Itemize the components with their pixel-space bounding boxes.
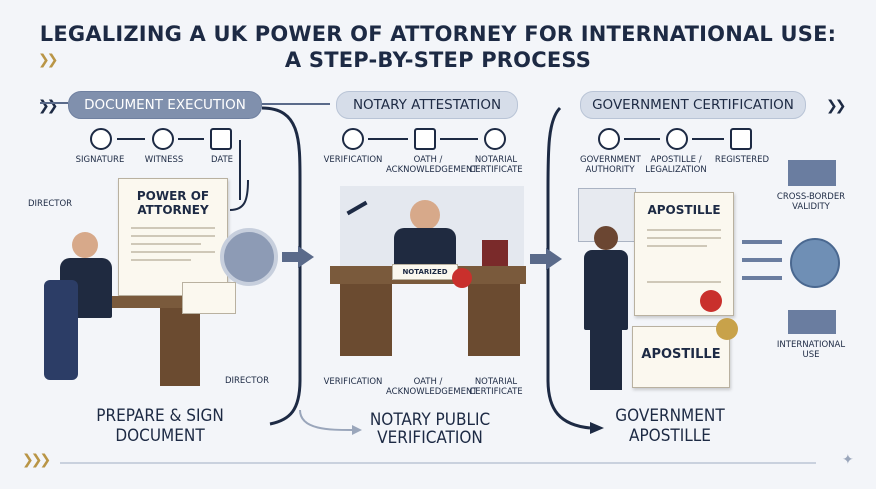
checkmark-icon bbox=[342, 128, 364, 150]
step-label-oath: OATH / ACKNOWLEDGEMENT bbox=[386, 155, 478, 175]
panel2-footer-line1: NOTARY PUBLIC bbox=[369, 410, 491, 430]
official-figure-legs bbox=[590, 330, 622, 390]
office-chair bbox=[44, 280, 78, 380]
step-arrow bbox=[117, 138, 145, 140]
wax-seal-icon bbox=[452, 268, 472, 288]
desk-drawers-right bbox=[468, 284, 520, 356]
apostille-title-2: APOSTILLE bbox=[641, 347, 721, 362]
panel3-footer-line2: APOSTILLE bbox=[629, 426, 711, 446]
flow-arrow-shaft bbox=[282, 252, 298, 262]
step-label-verification: VERIFICATION bbox=[323, 155, 383, 165]
red-seal-icon bbox=[700, 290, 722, 312]
flow-arrow-icon bbox=[298, 246, 314, 268]
city-skyline-icon bbox=[788, 160, 836, 186]
step-arrow bbox=[624, 138, 660, 140]
panel3-header-label: GOVERNMENT CERTIFICATION bbox=[592, 97, 794, 113]
lower-step-notarial-certificate: NOTARIAL CERTIFICATE bbox=[469, 377, 523, 397]
chevron-decoration-icon: ❯❯ bbox=[826, 98, 847, 114]
notary-figure-head bbox=[410, 200, 440, 230]
director-figure-head bbox=[72, 232, 98, 258]
gold-seal-icon bbox=[716, 318, 738, 340]
step-label-date: DATE bbox=[210, 155, 234, 165]
step-label-witness: WITNESS bbox=[144, 155, 184, 165]
side-label-director: DIRECTOR bbox=[28, 199, 73, 209]
apostille-title-1: APOSTILLE bbox=[647, 203, 721, 217]
bottom-divider bbox=[60, 462, 816, 464]
lower-step-oath: OATH / ACKNOWLEDGEMENT bbox=[386, 377, 478, 397]
step-arrow bbox=[692, 138, 724, 140]
city-skyline-icon bbox=[788, 310, 836, 334]
panel2-header: NOTARY ATTESTATION bbox=[336, 91, 518, 119]
desk-illustration bbox=[90, 296, 202, 308]
outcome-cross-border-validity: CROSS-BORDER VALIDITY bbox=[776, 192, 846, 212]
seal-icon bbox=[220, 228, 278, 286]
power-of-attorney-document: POWER OF ATTORNEY bbox=[118, 178, 228, 296]
calendar-icon bbox=[210, 128, 232, 150]
page-title-line1: LEGALIZING A UK POWER OF ATTORNEY FOR IN… bbox=[39, 22, 837, 46]
step-label-apostille-legalization: APOSTILLE / LEGALIZATION bbox=[645, 155, 707, 175]
flow-arrow-shaft bbox=[530, 254, 546, 264]
panel1-header-label: DOCUMENT EXECUTION bbox=[84, 97, 246, 113]
panel3-footer-line1: GOVERNMENT bbox=[615, 406, 725, 426]
panel2-header-label: NOTARY ATTESTATION bbox=[352, 97, 502, 113]
outcome-arrow bbox=[742, 240, 782, 244]
step-label-registered: REGISTERED bbox=[714, 155, 770, 165]
globe-icon bbox=[790, 238, 840, 288]
step-label-signature: SIGNATURE bbox=[75, 155, 125, 165]
step-arrow bbox=[440, 138, 478, 140]
panel2-footer-line2: VERIFICATION bbox=[377, 428, 483, 448]
step-arrow bbox=[368, 138, 408, 140]
outcome-arrow bbox=[742, 276, 782, 280]
clipboard-icon bbox=[730, 128, 752, 150]
step-label-government-authority: GOVERNMENT AUTHORITY bbox=[580, 155, 641, 175]
panel1-footer-line2: DOCUMENT bbox=[115, 426, 205, 446]
panel3-header: GOVERNMENT CERTIFICATION bbox=[580, 91, 806, 119]
paper-stack bbox=[182, 282, 236, 314]
apostille-document-front: APOSTILLE bbox=[632, 326, 730, 388]
panel1-header: DOCUMENT EXECUTION bbox=[68, 91, 262, 119]
outcome-international-use: INTERNATIONAL USE bbox=[776, 340, 846, 360]
desk-drawers-left bbox=[340, 284, 392, 356]
header-connector bbox=[40, 102, 68, 104]
step-arrow bbox=[178, 138, 204, 140]
outcome-arrow bbox=[742, 258, 782, 262]
person-icon bbox=[152, 128, 174, 150]
chevron-decoration-icon: ❯❯ bbox=[38, 52, 59, 68]
step-label-notarial-certificate: NOTARIAL CERTIFICATE bbox=[469, 155, 523, 175]
document-title: POWER OF ATTORNEY bbox=[136, 189, 210, 217]
document-pen-icon bbox=[414, 128, 436, 150]
official-figure-head bbox=[594, 226, 618, 250]
books-icon bbox=[482, 240, 508, 266]
desk-drawer bbox=[160, 308, 200, 386]
sparkle-icon: ✦ bbox=[842, 452, 854, 468]
stamp-icon bbox=[484, 128, 506, 150]
official-figure-body bbox=[584, 250, 628, 330]
notary-figure-body bbox=[394, 228, 456, 268]
approval-seal-icon bbox=[666, 128, 688, 150]
notarized-stamp-paper: NOTARIZED bbox=[392, 264, 458, 280]
figure-label-director: DIRECTOR bbox=[224, 376, 270, 386]
pen-icon bbox=[90, 128, 112, 150]
page-title-line2: A STEP-BY-STEP PROCESS bbox=[284, 48, 592, 72]
lower-step-verification: VERIFICATION bbox=[323, 377, 383, 387]
government-building-icon bbox=[598, 128, 620, 150]
chevron-decoration-icon: ❯❯❯ bbox=[22, 452, 51, 468]
panel1-footer-line1: PREPARE & SIGN bbox=[96, 406, 224, 426]
flow-arrow-icon bbox=[546, 248, 562, 270]
